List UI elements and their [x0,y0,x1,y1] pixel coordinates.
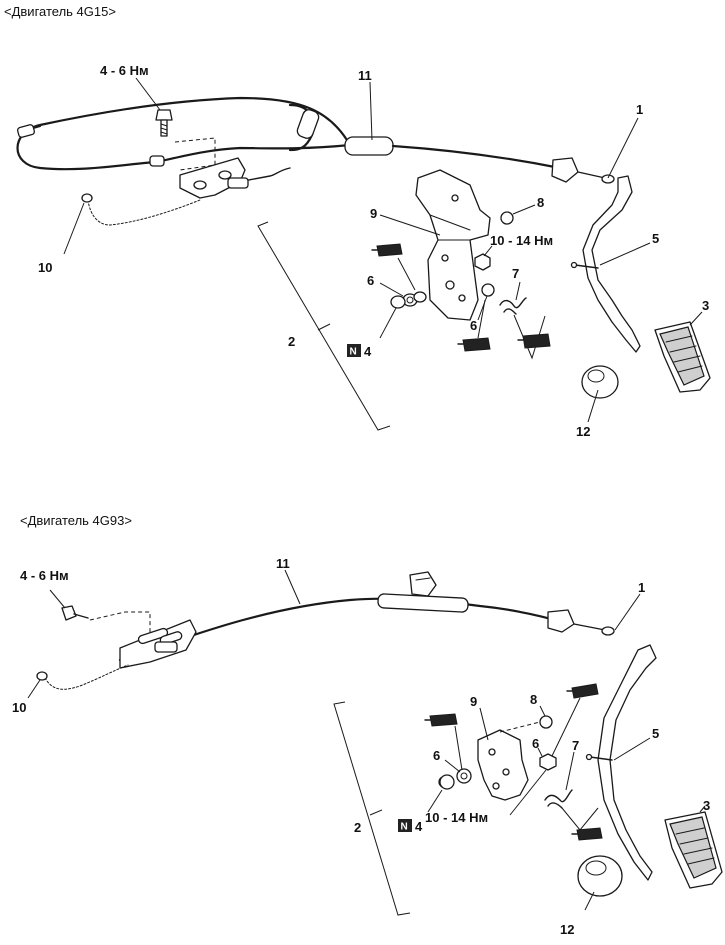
grease-tube [371,243,551,352]
torque-label-nut: 10 - 14 Нм [490,233,553,248]
cable-clip-top [409,571,437,597]
callout-3: 3 [702,298,709,313]
group-bracket [257,221,391,431]
flange-nut [509,753,557,816]
callout-12: 12 [576,424,590,439]
callout-11: 11 [276,556,290,571]
callout-2: 2 [288,334,295,349]
callout-5: 5 [652,726,659,741]
section-4g15: <Двигатель 4G15> 4 - 6 Нм [4,4,711,439]
bolt [135,77,173,137]
cable-end-bracket [551,157,579,183]
cable-end-nipple [601,174,615,184]
cable-bracket [174,137,291,199]
pedal-pad [654,311,711,393]
callout-10: 10 [38,260,52,275]
callout-6b: 6 [470,318,477,333]
pedal-arm [585,644,657,881]
n-marker: N [401,822,408,833]
pedal-arm [570,175,651,353]
callout-1: 1 [638,580,645,595]
n-marker-box [398,819,412,832]
callout-1: 1 [636,102,643,117]
callout-10: 10 [12,700,26,715]
return-spring [544,751,599,831]
callout-9: 9 [470,694,477,709]
nut [500,211,514,225]
section-title: <Двигатель 4G15> [4,4,116,19]
accelerator-cable [16,96,615,184]
callout-2: 2 [354,820,361,835]
callout-8: 8 [537,195,544,210]
leader-11 [369,81,373,141]
callout-4: 4 [364,344,372,359]
callout-7: 7 [512,266,519,281]
callout-6b: 6 [532,736,539,751]
accelerator-cable [118,569,615,662]
grease-tube [424,683,603,841]
nut-n [379,295,406,339]
callout-5: 5 [652,231,659,246]
callout-4: 4 [415,819,423,834]
cable-sleeve [377,593,469,613]
cable-bracket [89,611,197,669]
nut-n [427,774,455,813]
callout-8: 8 [530,692,537,707]
section-title: <Двигатель 4G93> [20,513,132,528]
callout-9: 9 [370,206,377,221]
callout-12: 12 [560,922,574,937]
n-marker-box [347,344,361,357]
bushing [379,282,495,321]
flange-nut [474,245,493,271]
pedal-bracket [477,707,541,801]
leader-1 [607,117,639,179]
callout-3: 3 [703,798,710,813]
pedal-stopper [581,365,619,423]
callout-7: 7 [572,738,579,753]
return-spring [499,281,546,360]
torque-label: 4 - 6 Нм [100,63,149,78]
torque-label-nut: 10 - 14 Нм [425,810,488,825]
callout-6a: 6 [433,748,440,763]
section-4g93: <Двигатель 4G93> 4 - 6 Нм [12,513,723,937]
cable-sleeve [344,136,394,156]
pedal-bracket [379,169,491,321]
bolt [49,589,89,621]
group-bracket [333,701,411,916]
cable-clip [63,193,201,255]
leader-1 [614,593,641,631]
callout-6a: 6 [367,273,374,288]
cable-clip [27,664,129,699]
nut [539,715,553,729]
pedal-pad [664,805,723,889]
torque-label: 4 - 6 Нм [20,568,69,583]
callout-11: 11 [358,68,372,83]
cable-end-bracket [547,609,575,633]
n-marker: N [350,347,357,358]
pedal-stopper [577,855,623,911]
